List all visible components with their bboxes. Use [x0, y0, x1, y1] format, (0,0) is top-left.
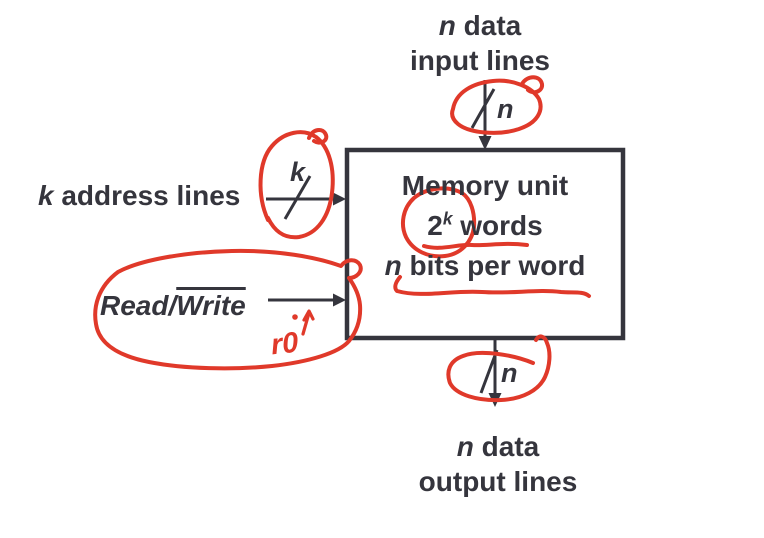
- memory-box-text: Memory unit 2k words n bits per word: [347, 166, 623, 286]
- annotation-underline-word-size: [393, 275, 591, 298]
- input-var: n: [438, 10, 456, 41]
- address-var: k: [38, 180, 54, 211]
- annotation-loop-read-write: [93, 248, 363, 371]
- data-output-label-line2: output lines: [418, 466, 578, 497]
- data-input-arrowhead: [478, 136, 492, 150]
- capacity-base: 2: [427, 210, 443, 241]
- write-part-overlined: Write: [176, 290, 246, 321]
- input-bus-width-label: n: [497, 94, 514, 124]
- capacity-exponent: k: [442, 208, 453, 229]
- annotation-loop-input-bus: [450, 78, 543, 135]
- word-size-rest: bits per word: [401, 250, 586, 281]
- data-input-bus-slash: [470, 88, 496, 129]
- output-bus-width-label: n: [501, 358, 518, 388]
- memory-capacity: 2k words: [347, 206, 623, 246]
- annotation-curl-input-bus: [520, 75, 545, 95]
- memory-word-size: n bits per word: [347, 246, 623, 286]
- annotation-note-dot: [292, 314, 298, 320]
- annotation-circle-capacity: [400, 186, 477, 259]
- memory-unit-title: Memory unit: [401, 170, 569, 201]
- address-bus-slash: [283, 175, 312, 220]
- annotation-underline-capacity: [422, 241, 529, 250]
- capacity-rest: words: [452, 210, 543, 241]
- data-input-label: n data input lines: [360, 8, 600, 78]
- output-rest: data: [473, 431, 540, 462]
- read-write-label: Read/Write: [100, 290, 246, 322]
- address-rest: address lines: [53, 180, 241, 211]
- address-arrowhead: [333, 192, 346, 206]
- data-output-label: n data output lines: [378, 429, 618, 499]
- data-input-label-line1: n data: [360, 8, 600, 43]
- annotation-loop-output-bus: [446, 334, 552, 403]
- address-lines-label: k address lines: [38, 180, 240, 212]
- annotation-curl-address-bus: [307, 128, 329, 145]
- address-bus-width-label: k: [290, 157, 306, 187]
- read-write-arrowhead: [333, 293, 346, 307]
- handwritten-note: r0: [269, 326, 300, 362]
- output-var: n: [456, 431, 474, 462]
- input-rest: data: [455, 10, 522, 41]
- data-output-bus-slash: [479, 349, 499, 394]
- read-part: Read/: [100, 290, 177, 321]
- annotation-note-arrow: [301, 309, 315, 336]
- word-size-var: n: [384, 250, 402, 281]
- data-output-label-line1: n data: [378, 429, 618, 464]
- data-input-label-line2: input lines: [410, 45, 550, 76]
- annotation-loop-address-bus: [258, 130, 335, 240]
